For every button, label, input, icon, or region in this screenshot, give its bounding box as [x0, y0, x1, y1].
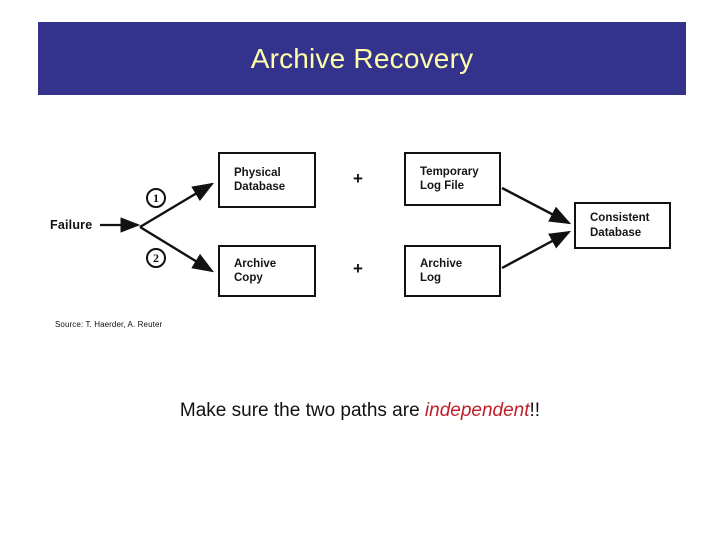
- node-consistent-database: Consistent Database: [574, 202, 671, 249]
- caption-emphasis-text: independent: [424, 400, 530, 421]
- edge-archive-log-to-consistent-db: [501, 230, 572, 270]
- node-archive-log-line1: Archive: [420, 257, 463, 270]
- diagram-connectors: [100, 182, 572, 273]
- node-consistent-database-line1: Consistent: [590, 212, 650, 225]
- node-consistent-database-line2: Database: [590, 226, 642, 239]
- node-temporary-log-file-line2: Log File: [420, 180, 465, 192]
- node-archive-copy-line1: Archive: [234, 257, 277, 270]
- failure-label: Failure: [50, 218, 93, 232]
- node-temporary-log-file: Temporary Log File: [404, 152, 501, 206]
- edge-branch-2: [139, 225, 215, 273]
- path-1-marker: 1: [146, 188, 166, 208]
- slide-caption: Make sure the two paths are independent!…: [0, 400, 720, 422]
- node-temporary-log-file-line1: Temporary: [420, 165, 479, 178]
- node-archive-log: Archive Log: [404, 245, 501, 297]
- node-archive-copy: Archive Copy: [218, 245, 316, 297]
- edge-temporary-log-to-consistent-db: [501, 186, 572, 225]
- archive-recovery-diagram: Failure 1 2 Physical Database Archive Co…: [0, 120, 720, 320]
- node-physical-database-line2: Database: [234, 181, 286, 193]
- node-physical-database: Physical Database: [218, 152, 316, 208]
- caption-tail-text: !!: [529, 400, 541, 421]
- page-title: Archive Recovery: [250, 42, 474, 74]
- node-archive-copy-line2: Copy: [234, 272, 263, 284]
- caption-lead-text: Make sure the two paths are: [179, 400, 425, 421]
- edge-branch-1: [139, 182, 215, 229]
- node-archive-log-line2: Log: [420, 272, 442, 284]
- plus-operator-top: +: [353, 169, 363, 188]
- plus-operator-bottom: +: [353, 259, 363, 278]
- node-physical-database-line1: Physical: [234, 166, 281, 179]
- path-2-marker: 2: [146, 248, 166, 268]
- slide-title-banner: Archive Recovery: [38, 22, 686, 95]
- source-credit: Source: T. Haerder, A. Reuter: [55, 320, 163, 329]
